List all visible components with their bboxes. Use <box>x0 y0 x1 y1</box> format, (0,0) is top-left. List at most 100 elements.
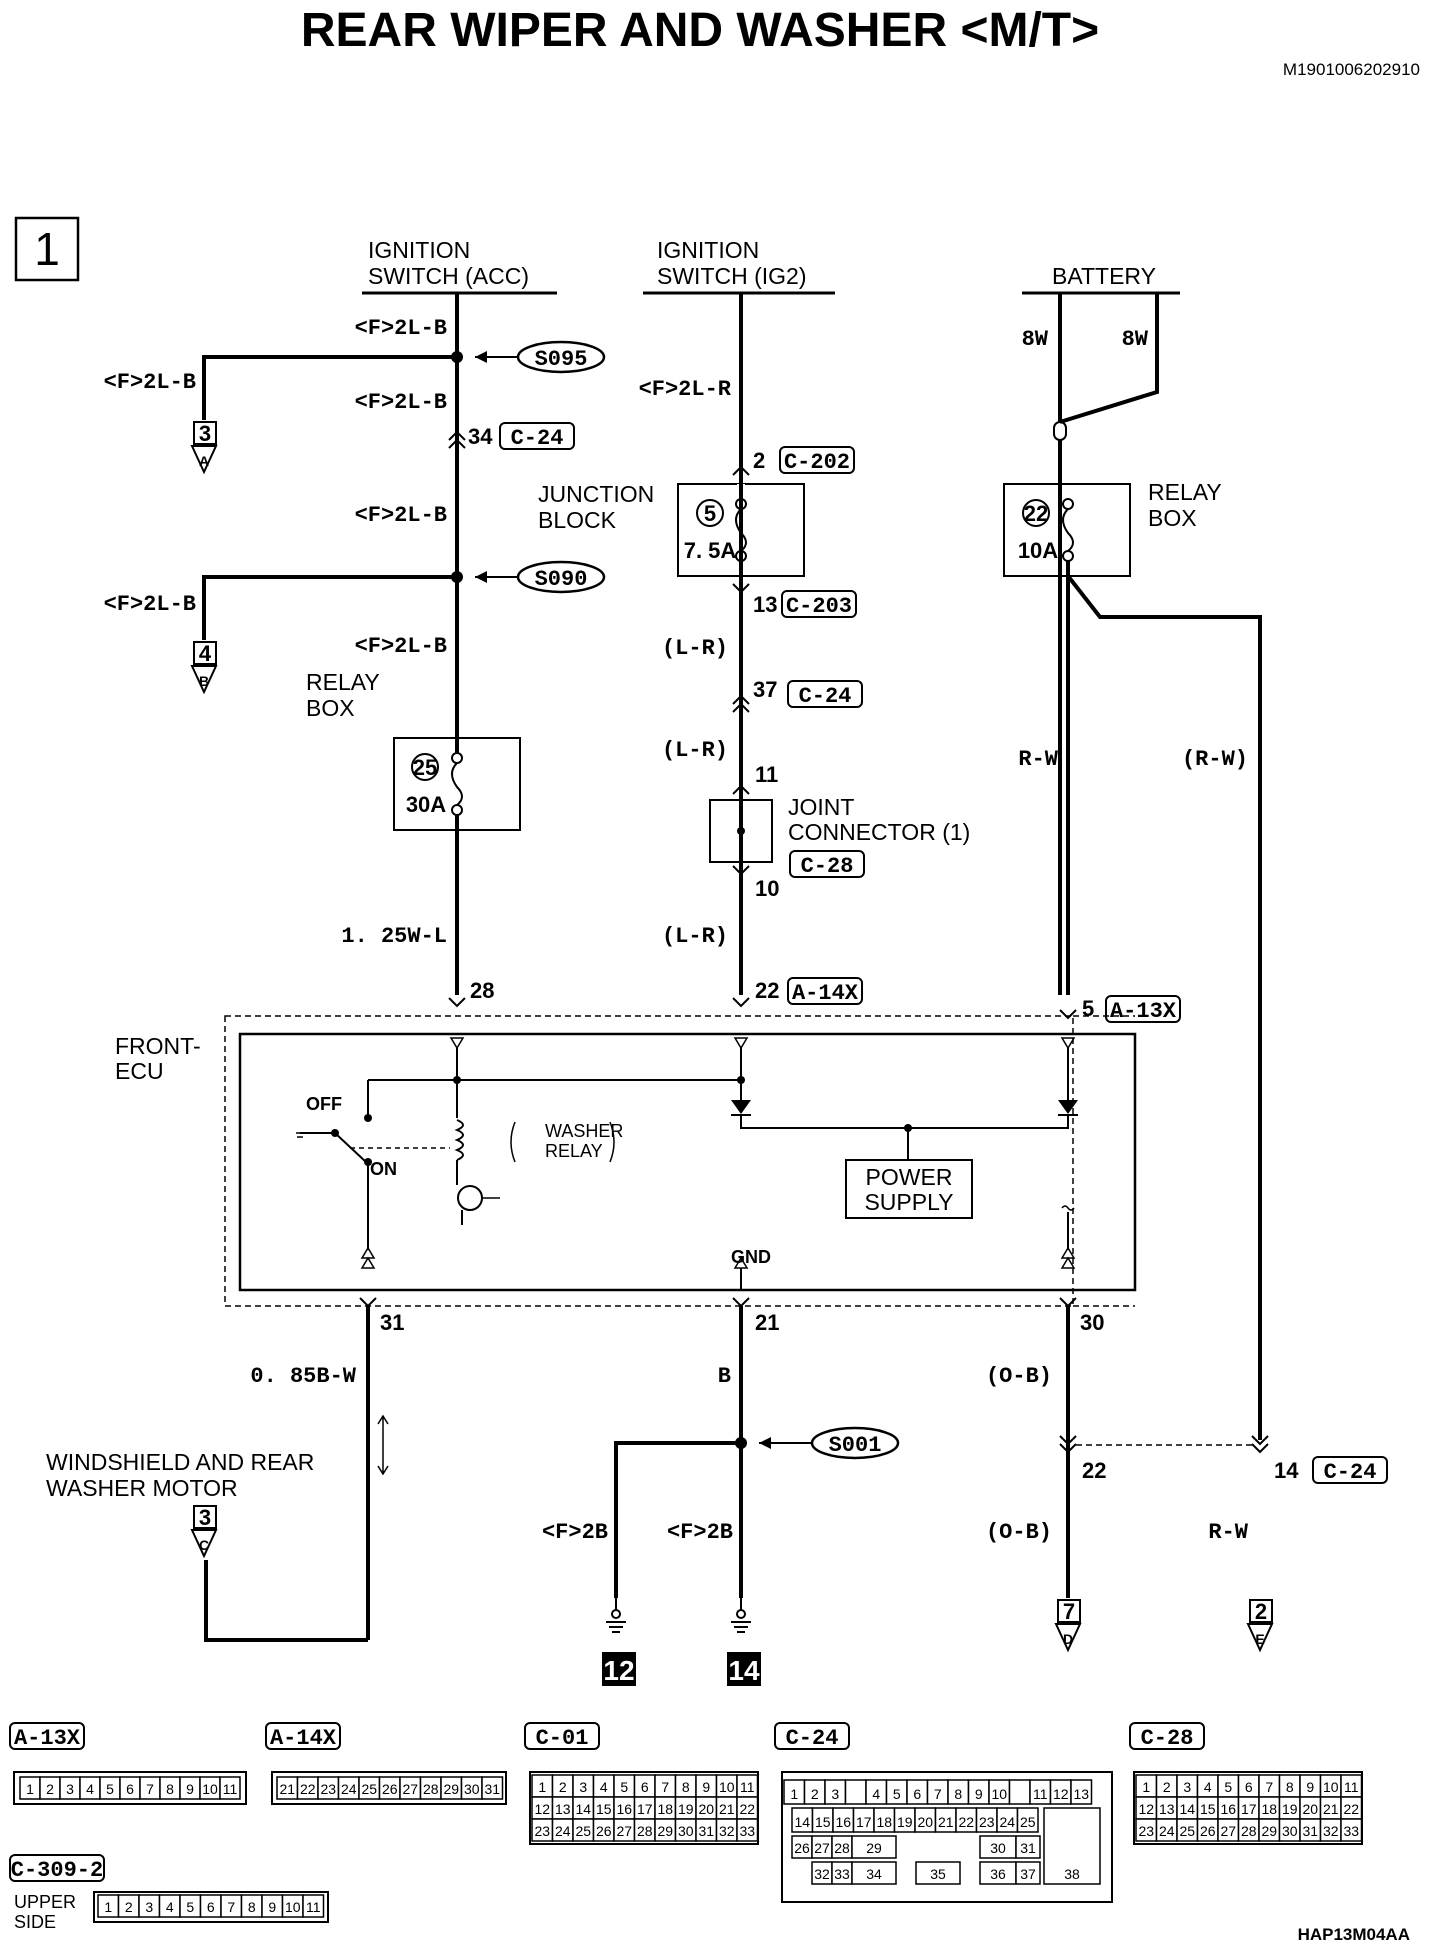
c24-r3-cell <box>1015 1835 1041 1859</box>
c24-r1-pin: 12 <box>1053 1786 1069 1802</box>
connector-c24-c: C-24 <box>1324 1460 1377 1485</box>
relay-box-22-label-2: BOX <box>1148 505 1197 531</box>
connector-c24-a: C-24 <box>511 426 564 451</box>
c24-r4-cell <box>851 1861 897 1885</box>
a14x-pin: 27 <box>402 1781 418 1797</box>
wire-label-125wl: 1. 25W-L <box>341 924 447 949</box>
c01-cell <box>736 1818 759 1842</box>
a13x-pin: 9 <box>186 1781 194 1797</box>
face-c24-label: C-24 <box>786 1726 839 1751</box>
pin-5: 5 <box>1082 996 1094 1021</box>
upper-side-label-1: UPPER <box>14 1892 76 1912</box>
c28-pin: 11 <box>1344 1779 1359 1795</box>
c309-pin: 3 <box>145 1899 153 1915</box>
c24-r1-pin: 11 <box>1033 1786 1048 1802</box>
c28-pin: 23 <box>1138 1823 1154 1839</box>
ref-e-num: 2 <box>1255 1599 1267 1624</box>
c01-pin: 17 <box>637 1801 653 1817</box>
connector-a13x: A-13X <box>1110 999 1177 1024</box>
c01-pin: 22 <box>739 1801 755 1817</box>
front-ecu-label-2: ECU <box>115 1058 164 1084</box>
c24-r2-pin: 22 <box>958 1814 974 1830</box>
fuse-25-rating: 30A <box>406 792 446 817</box>
pin-28: 28 <box>470 978 494 1003</box>
a13x-pin: 11 <box>223 1781 238 1797</box>
ref-a: 3 A <box>190 421 218 475</box>
acc-label-2: SWITCH (ACC) <box>368 263 529 289</box>
junction-block-label-2: BLOCK <box>538 507 617 533</box>
wire-label-acc-3: <F>2L-B <box>355 503 447 528</box>
c24-r1-pin: 5 <box>893 1786 901 1802</box>
a13x-pin: 8 <box>166 1781 174 1797</box>
c309-pin: 10 <box>285 1899 301 1915</box>
c01-pin: 25 <box>575 1823 591 1839</box>
front-ecu-label-1: FRONT- <box>115 1033 201 1059</box>
ref-b: 4 B <box>190 641 218 695</box>
battery-label: BATTERY <box>1052 263 1156 289</box>
upper-side-label-2: SIDE <box>14 1912 56 1932</box>
ignition-switch-ig2: IGNITION SWITCH (IG2) <box>643 237 835 295</box>
connector-c203: C-203 <box>786 594 852 619</box>
c28-pin: 1 <box>1142 1779 1150 1795</box>
c01-pin: 14 <box>575 1801 591 1817</box>
figure-code: HAP13M04AA <box>1298 1925 1410 1944</box>
ref-c: 3 C <box>190 1505 218 1559</box>
c24-r2-pin: 14 <box>794 1814 810 1830</box>
c28-pin: 9 <box>1306 1779 1314 1795</box>
ref-b-num: 4 <box>199 641 212 666</box>
c28-pin: 22 <box>1343 1801 1359 1817</box>
a14x-pin: 24 <box>341 1781 357 1797</box>
wire-label-rw-1: R-W <box>1018 747 1058 772</box>
c28-pin: 29 <box>1261 1823 1277 1839</box>
c24-r1-pin: 10 <box>991 1786 1007 1802</box>
acc-label-1: IGNITION <box>368 237 470 263</box>
c01-pin: 32 <box>719 1823 735 1839</box>
c24-r1-pin: 13 <box>1073 1786 1089 1802</box>
a13x-pin: 5 <box>106 1781 114 1797</box>
c24-r1-pin: 8 <box>954 1786 962 1802</box>
c309-cell <box>302 1894 325 1918</box>
washer-relay-label-1: WASHER <box>545 1121 623 1141</box>
a13x-pin: 7 <box>146 1781 154 1797</box>
ground-14-label: 14 <box>728 1655 760 1686</box>
c24-big-pin: 38 <box>1064 1866 1080 1882</box>
c28-pin: 25 <box>1179 1823 1195 1839</box>
c24-r1-cell <box>1008 1779 1031 1805</box>
face-c309-label: C-309-2 <box>11 1858 103 1883</box>
c24-r2-pin: 18 <box>876 1814 892 1830</box>
c28-pin: 17 <box>1241 1801 1257 1817</box>
c01-pin: 30 <box>678 1823 694 1839</box>
diagram-title: REAR WIPER AND WASHER <M/T> <box>301 4 1099 57</box>
ref-d-num: 7 <box>1063 1599 1075 1624</box>
c24-r1-cell <box>1070 1779 1093 1805</box>
face-a14x <box>271 1771 507 1805</box>
c28-pin: 16 <box>1220 1801 1236 1817</box>
a13x-pin: 3 <box>66 1781 74 1797</box>
fuse-5-number: 5 <box>704 501 716 526</box>
c01-pin: 19 <box>678 1801 694 1817</box>
c01-pin: 21 <box>719 1801 735 1817</box>
c24-r3-cell <box>851 1835 897 1859</box>
c28-pin: 28 <box>1241 1823 1257 1839</box>
c28-pin: 33 <box>1343 1823 1359 1839</box>
connector-a14x: A-14X <box>792 981 859 1006</box>
c309-pin: 5 <box>186 1899 194 1915</box>
gnd-label: GND <box>731 1247 771 1267</box>
splice-s095: S095 <box>535 347 588 372</box>
face-a13x-label: A-13X <box>14 1726 81 1751</box>
washer-relay-label-2: RELAY <box>545 1141 603 1161</box>
ref-d: 7 D <box>1054 1599 1082 1653</box>
connector-c28: C-28 <box>801 854 854 879</box>
pin-13: 13 <box>753 592 777 617</box>
wire-label-f2b-1: <F>2B <box>542 1520 608 1545</box>
a13x-pin: 4 <box>86 1781 94 1797</box>
c24-r1-pin: 9 <box>975 1786 983 1802</box>
power-supply-label-1: POWER <box>866 1164 953 1190</box>
c01-pin: 29 <box>657 1823 673 1839</box>
wire-label-f2b-2: <F>2B <box>667 1520 733 1545</box>
ground-12: 12 <box>602 1598 636 1686</box>
c28-pin: 4 <box>1204 1779 1212 1795</box>
c01-pin: 20 <box>698 1801 714 1817</box>
relay-box-22-label-1: RELAY <box>1148 479 1222 505</box>
